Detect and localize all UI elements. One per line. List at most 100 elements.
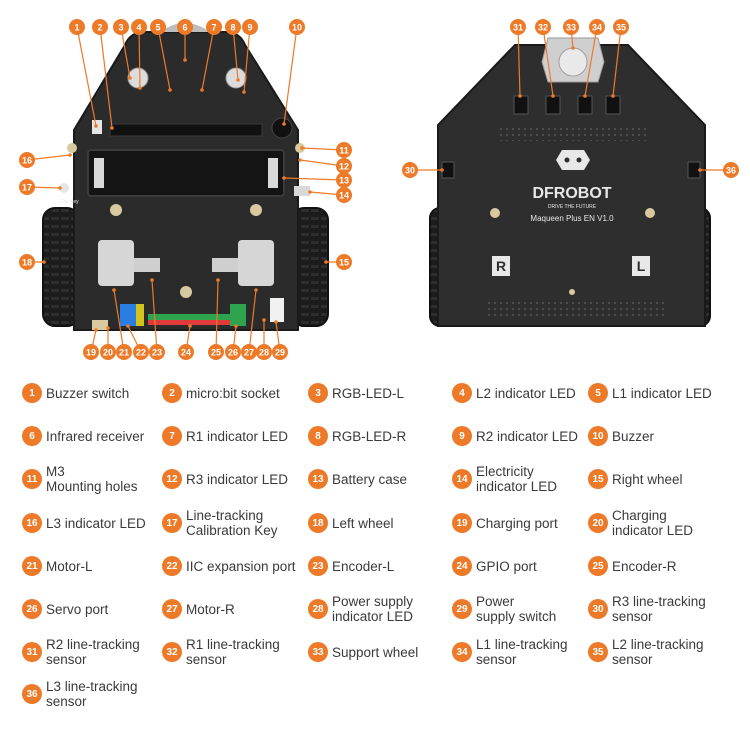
callout-badge [69,19,85,35]
callout-target-dot [308,190,312,194]
callout-target-dot [110,126,114,130]
legend-number-badge: 2 [162,383,182,403]
callout-number: 5 [155,23,160,33]
callout-number: 1 [74,23,79,33]
callout-number: 14 [339,191,349,201]
callout-badge [208,344,224,360]
callout-badge [149,344,165,360]
legend-label: R3 line-tracking sensor [612,594,706,624]
callout-target-dot [200,88,204,92]
callout-leader [138,26,141,89]
callout-leader [283,26,298,125]
legend-label: Left wheel [332,515,394,531]
callout-badge [402,162,418,178]
maqueen-diagram: Cali Key DFROBOT DRIVE THE FUTURE Maquee… [19,19,739,360]
legend-number-badge: 25 [588,556,608,576]
legend-number-badge: 16 [22,513,42,533]
legend-label: L2 line-tracking sensor [612,637,704,667]
motor-left [98,240,134,286]
legend-number-badge: 19 [452,513,472,533]
back-view: DFROBOT DRIVE THE FUTURE Maqueen Plus EN… [429,37,711,327]
callout-number: 11 [339,146,349,156]
callout-number: 16 [22,156,32,166]
legend-number-badge: 17 [162,513,182,533]
callout-badge [336,158,352,174]
callout-target-dot [324,260,328,264]
callout-target-dot [242,90,246,94]
callout-number: 2 [97,23,102,33]
legend-label: micro:bit socket [186,385,280,401]
legend-number-badge: 9 [452,426,472,446]
callout-badge [133,344,149,360]
legend-label: Servo port [46,601,109,617]
legend-label: IIC expansion port [186,558,296,574]
callout-target-dot [126,324,130,328]
callout-number: 29 [275,348,285,358]
callout-leader [232,26,239,81]
callout-target-dot [94,328,98,332]
legend-number-badge: 14 [452,469,472,489]
legend-label: Encoder-R [612,558,677,574]
r-label: R [496,258,506,274]
callout-leader [76,26,97,127]
legend-label: R1 indicator LED [186,428,289,444]
callout-number: 27 [244,348,254,358]
callout-target-dot [58,186,62,190]
callout-leader [542,26,554,97]
legend-label: L1 indicator LED [612,385,712,401]
callout-target-dot [106,326,110,330]
legend-label: Encoder-L [332,558,395,574]
legend-number-badge: 3 [308,383,328,403]
legend-label: GPIO port [476,558,537,574]
legend-number-badge: 6 [22,426,42,446]
callout-leader [151,279,158,353]
callout-badge [535,19,551,35]
callout-target-dot [138,86,142,90]
legend-label: Right wheel [612,471,683,487]
legend-label: L3 line-tracking sensor [46,679,138,709]
callout-target-dot [68,153,72,157]
callout-number: 24 [181,348,191,358]
callout-target-dot [236,78,240,82]
callout-target-dot [254,288,258,292]
legend-number-badge: 15 [588,469,608,489]
callout-number: 35 [616,23,626,33]
legend-label: Battery case [332,471,408,487]
legend-label: L2 indicator LED [476,385,576,401]
power-switch [270,298,284,322]
legend-label: R3 indicator LED [186,471,289,487]
callout-badge [83,344,99,360]
legend-number-badge: 20 [588,513,608,533]
callout-leader [215,279,219,353]
legend-number-badge: 5 [588,383,608,403]
legend-number-badge: 13 [308,469,328,489]
callout-badge [177,19,193,35]
callout-target-dot [583,94,587,98]
iic-port [120,304,136,326]
legend-label: Support wheel [332,644,419,660]
legend-label: M3 Mounting holes [46,464,138,494]
callout-number: 23 [152,348,162,358]
callout-badge [272,344,288,360]
callout-target-dot [262,318,266,322]
callout-target-dot [440,168,444,172]
callout-badge [113,19,129,35]
calibration-key [59,183,69,193]
legend-label: Buzzer switch [46,385,130,401]
